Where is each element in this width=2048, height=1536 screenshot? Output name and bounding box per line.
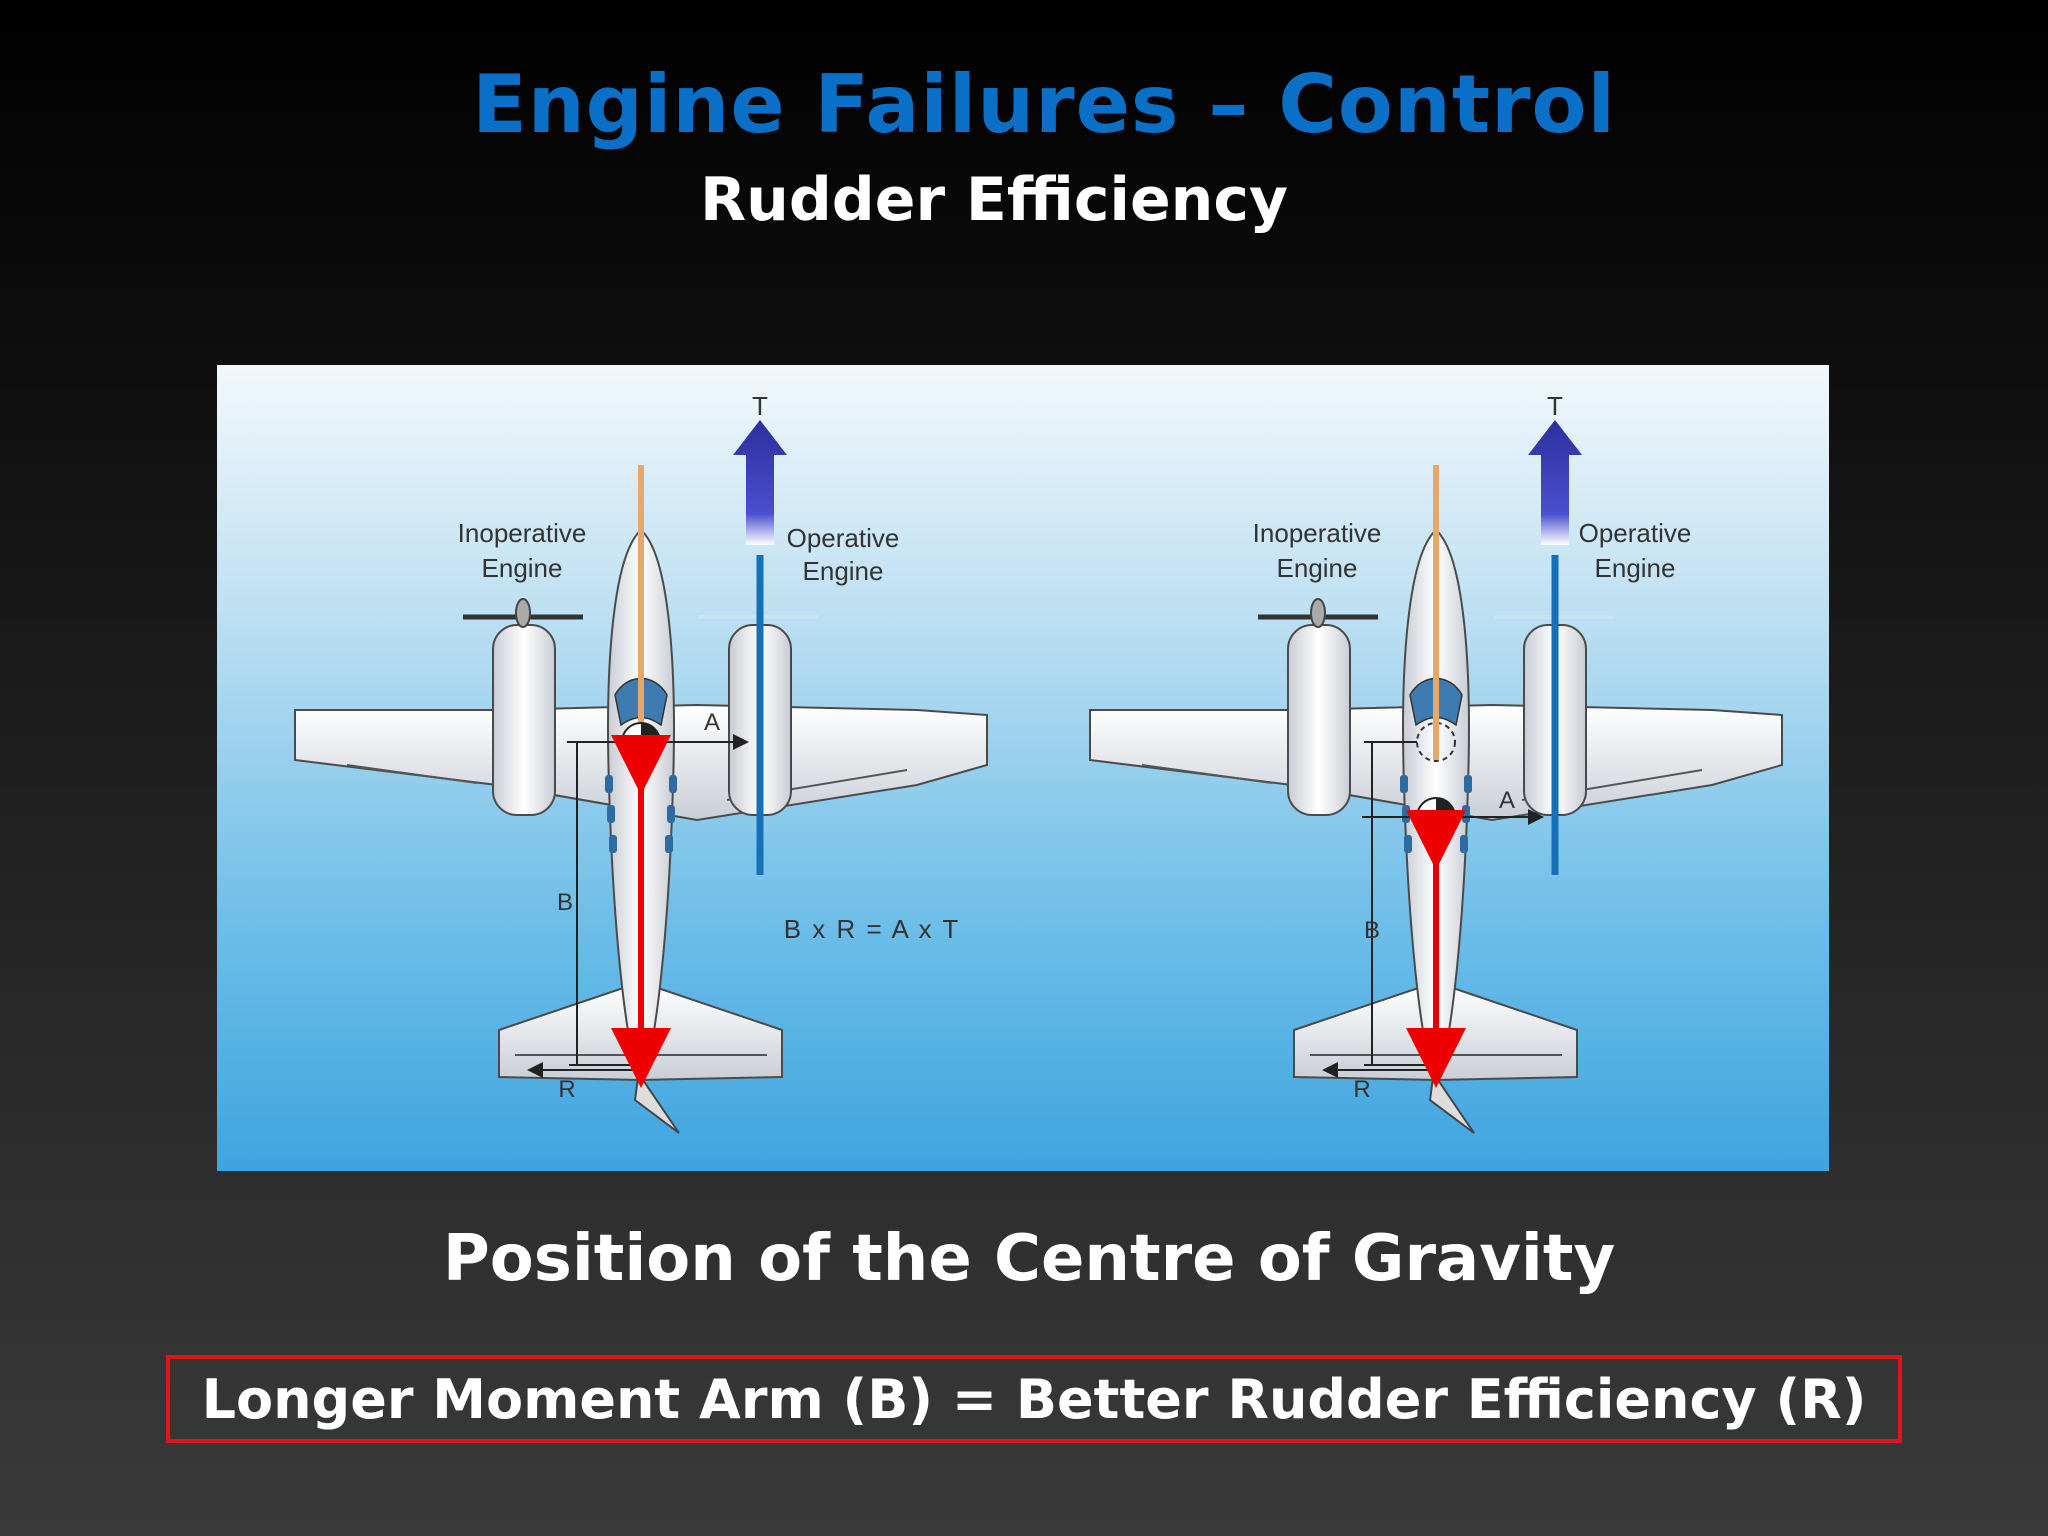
aircraft-diagram: T A B R Inoperative Engine Operative Eng… [217, 365, 1829, 1171]
arm-a-label-left: A [704, 709, 720, 736]
callout-text: Longer Moment Arm (B) = Better Rudder Ef… [201, 1367, 1867, 1431]
operative-line2-left: Engine [803, 556, 884, 586]
slide-subtitle: Rudder Efficiency [699, 165, 1289, 235]
arm-b-label-left: B [557, 889, 573, 916]
thrust-label-left: T [752, 391, 768, 421]
slide-title: Engine Failures – Control [472, 58, 1616, 151]
inoperative-line1-right: Inoperative [1253, 518, 1382, 548]
arm-a-label-right: A [1499, 787, 1515, 814]
section-heading: Position of the Centre of Gravity [442, 1222, 1616, 1296]
operative-line1-left: Operative [787, 523, 900, 553]
aircraft-right: T A B R Inoperative Engine Operative [1089, 391, 1783, 1134]
arm-b-label-right: B [1364, 917, 1380, 944]
moment-equation: B x R = A x T [784, 914, 961, 944]
rudder-label-right: R [1353, 1076, 1370, 1103]
inoperative-line2-right: Engine [1277, 553, 1358, 583]
operative-line1-right: Operative [1579, 518, 1692, 548]
diagram-svg: T A B R Inoperative Engine Operative Eng… [294, 391, 1783, 1134]
thrust-label-right: T [1547, 391, 1563, 421]
callout-box: Longer Moment Arm (B) = Better Rudder Ef… [166, 1355, 1902, 1443]
aircraft-left: T A B R Inoperative Engine Operative Eng… [294, 391, 988, 1134]
inoperative-line2-left: Engine [482, 553, 563, 583]
operative-line2-right: Engine [1595, 553, 1676, 583]
inoperative-line1-left: Inoperative [458, 518, 587, 548]
rudder-label-left: R [558, 1076, 575, 1103]
